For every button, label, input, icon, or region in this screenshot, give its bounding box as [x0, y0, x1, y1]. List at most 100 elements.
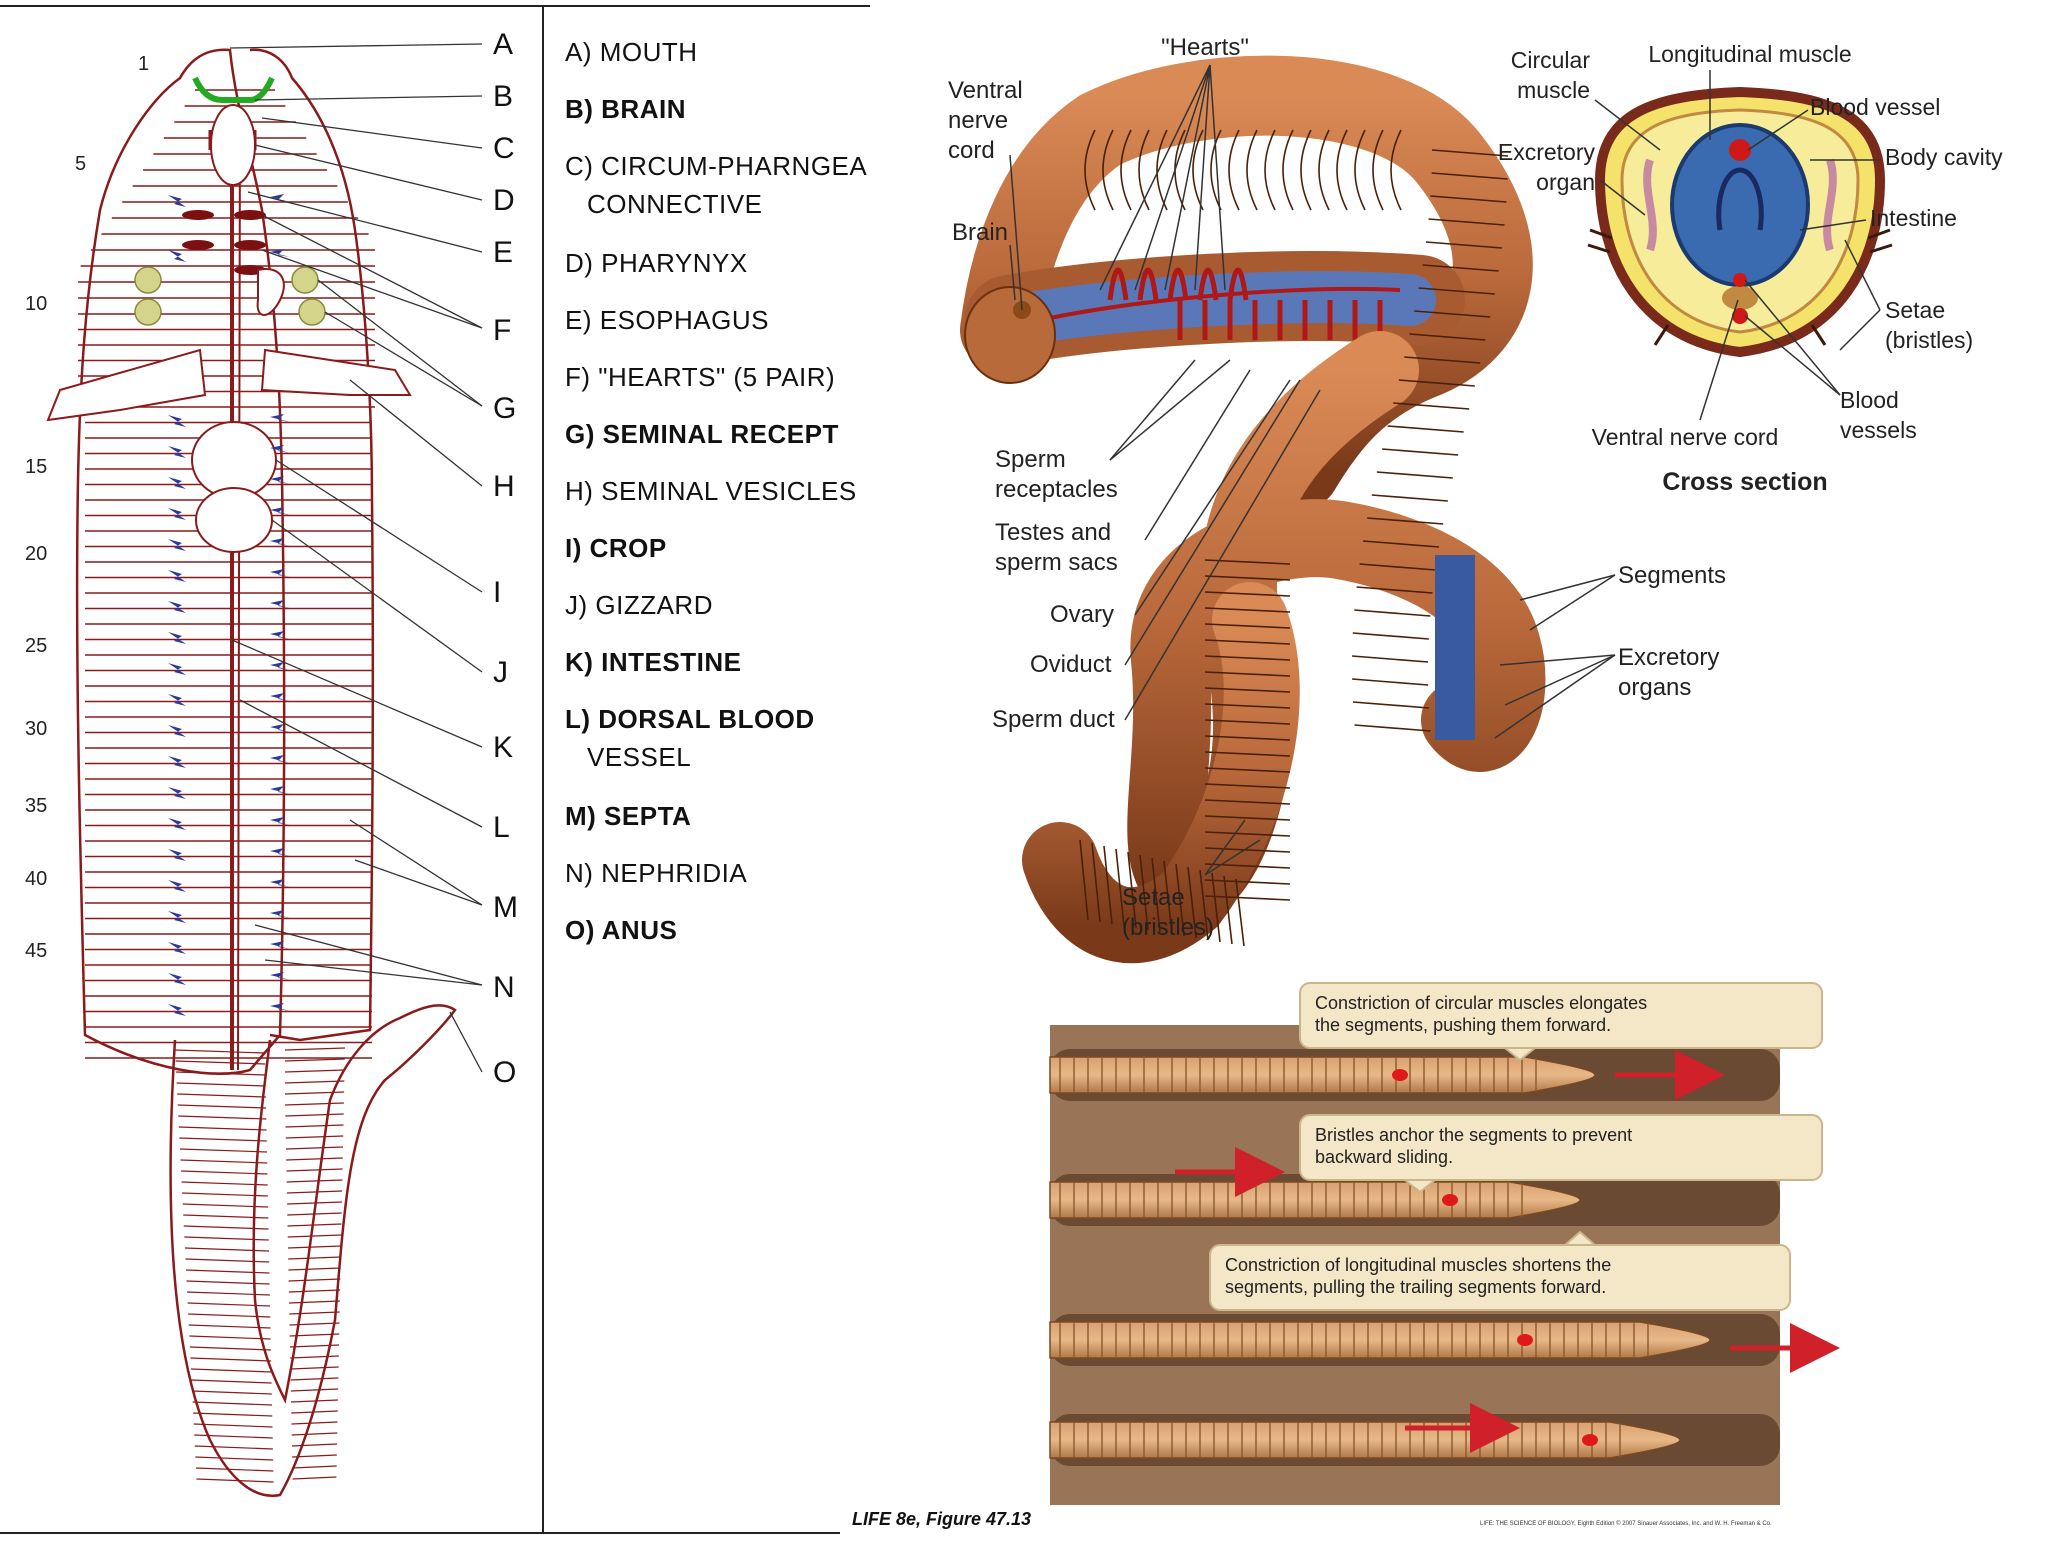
anatomy-leaders [1009, 64, 1616, 876]
label-brain: Brain [952, 219, 1008, 246]
label-letter-e: E [493, 236, 513, 269]
locomotion-worms [1049, 1056, 1711, 1459]
segment-number: 35 [25, 795, 47, 817]
gizzard [195, 487, 273, 553]
label-hearts: "Hearts" [1161, 34, 1249, 61]
label-ventral-nerve-cord: nerve [948, 107, 1008, 134]
ventral-vessel-cross [1732, 308, 1748, 324]
label-excretory-organ: Excretory [1498, 139, 1596, 165]
caption-text: segments, pulling the trailing segments … [1225, 1277, 1606, 1297]
motion-arrows [1175, 1050, 1840, 1453]
segment-number: 25 [25, 635, 47, 657]
label-letter-n: N [493, 971, 515, 1004]
legend-item: VESSEL [587, 742, 692, 772]
legend-item: O) ANUS [565, 915, 678, 945]
caption-text: Constriction of circular muscles elongat… [1315, 993, 1647, 1013]
cross-leaders [1594, 70, 1881, 421]
cross-section-title: Cross section [1662, 468, 1827, 496]
label-excretory-organs: Excretory [1618, 644, 1719, 671]
pharynx [210, 104, 256, 186]
label-letter-k: K [493, 731, 513, 764]
label-testes: Testes and [995, 519, 1111, 546]
caption-text: Constriction of longitudinal muscles sho… [1225, 1255, 1611, 1275]
caption-box [1299, 1114, 1823, 1181]
legend-item: CONNECTIVE [587, 189, 763, 219]
label-letter-a: A [493, 28, 513, 61]
segment-number: 40 [25, 868, 47, 890]
label-ventral-nerve-cord: cord [948, 137, 995, 164]
leader-lines [229, 43, 483, 1073]
label-letter-g: G [493, 392, 516, 425]
label-letter-f: F [493, 314, 511, 347]
label-sperm-receptacles: Sperm [995, 446, 1066, 473]
label-segments: Segments [1618, 562, 1726, 589]
label-body-cavity: Body cavity [1885, 144, 2003, 170]
label-setae-cross: Setae [1885, 297, 1945, 323]
segment-number: 45 [25, 940, 47, 962]
segment-number: 30 [25, 718, 47, 740]
worm-loop-lower [1127, 331, 1546, 923]
segment-number: 15 [25, 456, 47, 478]
label-letter-b: B [493, 80, 513, 113]
legend-item: F) "HEARTS" (5 PAIR) [565, 362, 836, 392]
legend-item: L) DORSAL BLOOD [565, 704, 815, 734]
dorsal-vessel-cross [1729, 139, 1751, 161]
legend-item: M) SEPTA [565, 801, 692, 831]
label-ventral-nerve-cord: Ventral [948, 77, 1023, 104]
worm-tail [1022, 582, 1300, 964]
earthworm-anatomy [960, 55, 1546, 964]
cross-setae [1587, 228, 1893, 346]
label-letter-j: J [493, 656, 508, 689]
label-testes: sperm sacs [995, 549, 1118, 576]
segment-number: 20 [25, 543, 47, 565]
worm-head [964, 286, 1056, 384]
seminal-vesicles [46, 268, 412, 422]
excretory-organ-left [1643, 158, 1657, 252]
legend-item: I) CROP [565, 533, 667, 563]
dorsal-vessel-drawn [1049, 286, 1401, 320]
label-sperm-duct: Sperm duct [992, 706, 1115, 733]
hearts [182, 210, 266, 275]
label-sperm-receptacles: receptacles [995, 476, 1118, 503]
label-letter-h: H [493, 470, 515, 503]
label-longitudinal-muscle: Longitudinal muscle [1648, 41, 1851, 67]
label-letter-i: I [493, 576, 501, 609]
caption-text: backward sliding. [1315, 1147, 1453, 1167]
label-letter-c: C [493, 132, 515, 165]
segment-number: 10 [25, 293, 47, 315]
legend-item: B) BRAIN [565, 94, 686, 124]
label-blood-vessels: vessels [1840, 417, 1917, 443]
label-setae: Setae [1122, 884, 1185, 911]
nerve-cord-cross [1722, 286, 1758, 310]
worm-intestine-cutaway [994, 271, 1436, 346]
legend-item: D) PHARYNYX [565, 248, 748, 278]
label-excretory-organs: organs [1618, 674, 1691, 701]
legend-item: C) CIRCUM-PHARNGEA [565, 151, 868, 181]
segment-number: 1 [138, 53, 149, 75]
label-ovary: Ovary [1050, 601, 1114, 628]
tail-segment-lines [174, 1047, 346, 1483]
label-ventral-nerve-cord-cross: Ventral nerve cord [1592, 424, 1779, 450]
label-blood-vessel: Blood vessel [1810, 94, 1940, 120]
caption-box [1299, 982, 1823, 1049]
legend-item: J) GIZZARD [565, 590, 713, 620]
locomotion-panel: Constriction of circular muscles elongat… [1049, 982, 1840, 1505]
label-oviduct: Oviduct [1030, 651, 1112, 678]
brain [192, 76, 275, 103]
label-circular-muscle: muscle [1517, 77, 1590, 103]
legend-item: E) ESOPHAGUS [565, 305, 769, 335]
hearts-drawn [1107, 267, 1383, 340]
label-letter-d: D [493, 184, 515, 217]
caption-text: the segments, pushing them forward. [1315, 1015, 1611, 1035]
caption-box [1209, 1244, 1791, 1311]
subneural-vessel-cross [1733, 273, 1747, 287]
segment-number: 5 [75, 153, 86, 175]
worm-tail-outline [169, 1004, 457, 1497]
label-circular-muscle: Circular [1511, 47, 1591, 73]
